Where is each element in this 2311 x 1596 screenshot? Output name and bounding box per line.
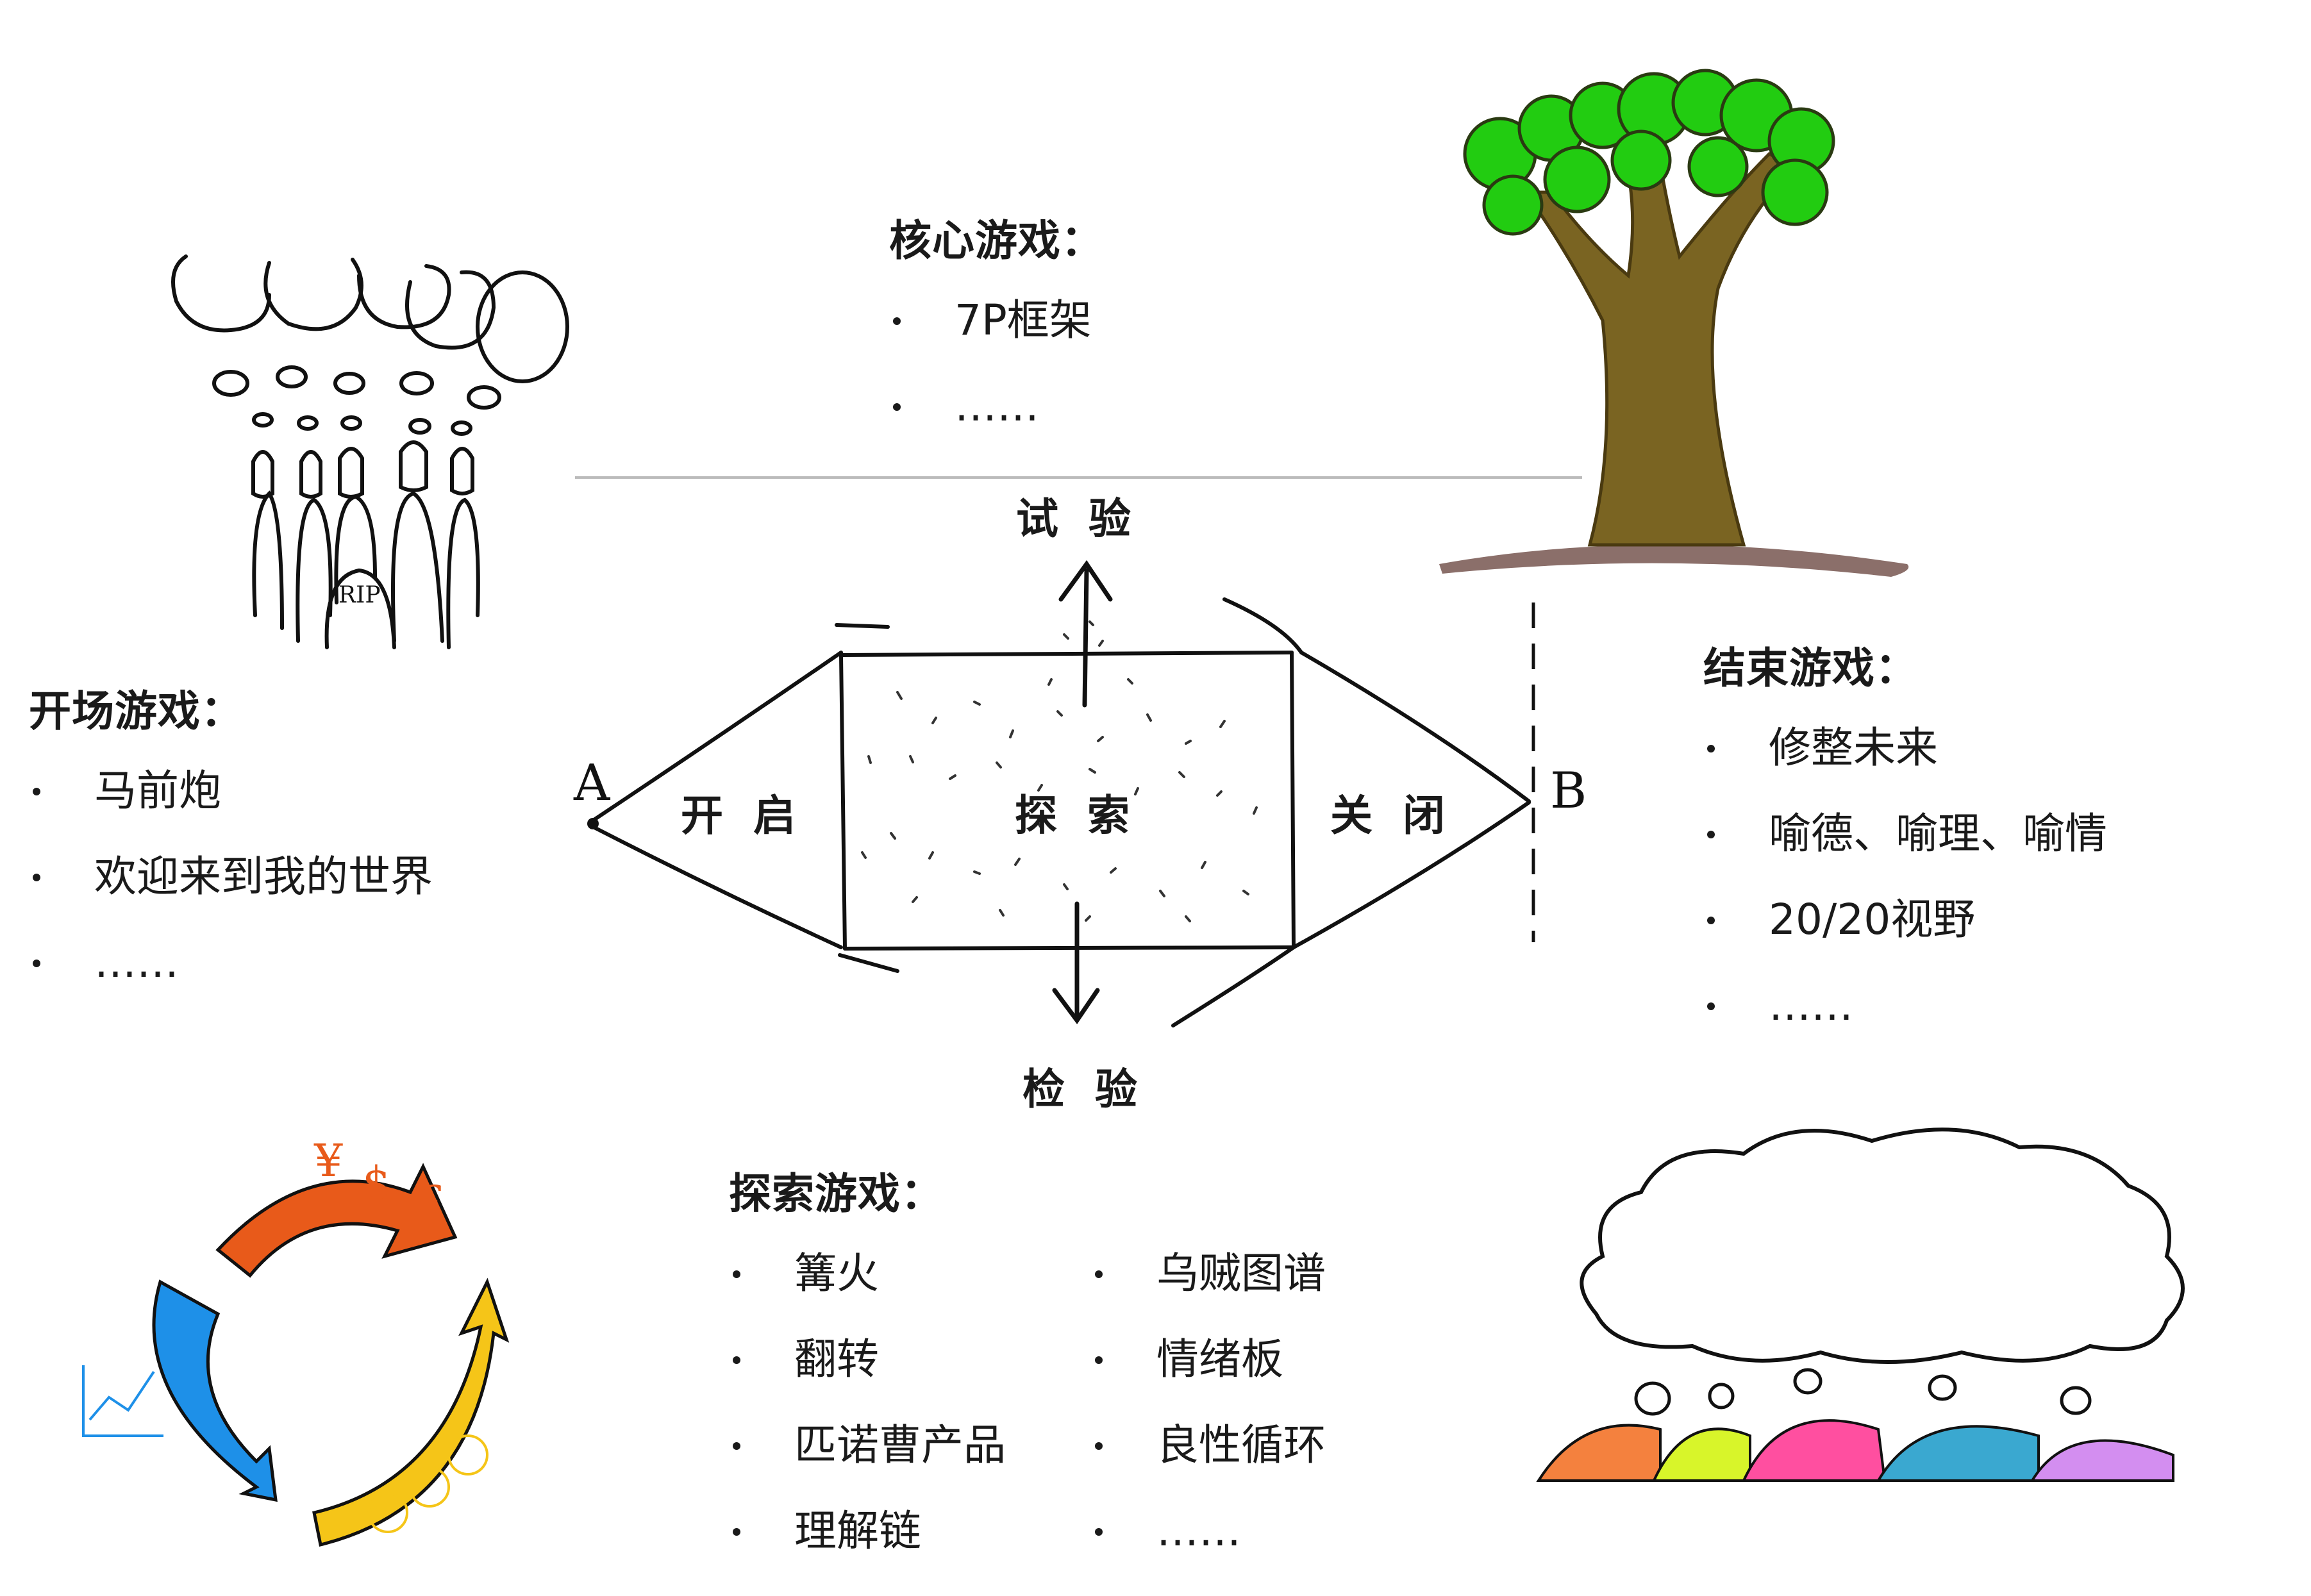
label-open: 开 启 [681,791,803,840]
exploration-games-section: 探索游戏： 篝火 翻转 匹诺曹产品 理解链 乌贼图谱 情绪板 良性循环 …… [729,1173,1326,1596]
core-games-list: 7P框架 …… [889,299,1104,471]
exploration-games-title: 探索游戏： [729,1169,944,1218]
opening-games-list: 马前炮 欢迎来到我的世界 …… [29,770,433,1027]
list-item: 喻德、喻理、喻情 [1703,813,2107,899]
list-item: 篝火 [729,1252,1091,1338]
list-item: 乌贼图谱 [1091,1252,1326,1338]
label-check: 检 验 [1022,1065,1145,1114]
label-trial: 试 验 [1016,494,1139,544]
opening-games-title: 开场游戏： [29,686,244,736]
closing-games-section: 结束游戏： 修整未来 喻德、喻理、喻情 20/20视野 …… [1703,647,2107,1070]
up-arrow [1058,560,1113,708]
label-close: 关 闭 [1330,791,1453,840]
list-item: 20/20视野 [1703,899,2107,985]
list-item: 马前炮 [29,770,433,856]
closing-games-list: 修整未来 喻德、喻理、喻情 20/20视野 …… [1703,727,2107,1070]
closing-funnel [1171,597,1531,1027]
list-item: 情绪板 [1091,1338,1326,1424]
list-item: 7P框架 [889,299,1104,385]
point-a-label: A [573,754,611,812]
opening-funnel [591,651,843,949]
explore-scatter [861,620,1258,922]
core-games-section: 核心游戏： 7P框架 …… [889,220,1104,471]
list-item: 匹诺曹产品 [729,1424,1091,1510]
point-b-label: B [1550,762,1587,820]
list-item: 欢迎来到我的世界 [29,856,433,942]
list-item: …… [889,385,1104,471]
list-item: 理解链 [729,1510,1091,1596]
label-explore: 探 索 [1015,791,1137,840]
down-arrow [1052,901,1100,1025]
list-item: 修整未来 [1703,727,2107,813]
exploration-games-list-1: 篝火 翻转 匹诺曹产品 理解链 [729,1252,1091,1596]
point-a-dot [587,818,599,829]
list-item: …… [1703,985,2107,1070]
list-item: …… [1091,1510,1326,1596]
explore-box [835,623,1296,973]
opening-games-section: 开场游戏： 马前炮 欢迎来到我的世界 …… [29,690,433,1027]
list-item: 翻转 [729,1338,1091,1424]
list-item: 良性循环 [1091,1424,1326,1510]
core-games-title: 核心游戏： [889,216,1104,265]
exploration-games-list-2: 乌贼图谱 情绪板 良性循环 …… [1091,1252,1326,1596]
closing-games-title: 结束游戏： [1703,644,1918,693]
list-item: …… [29,942,433,1027]
